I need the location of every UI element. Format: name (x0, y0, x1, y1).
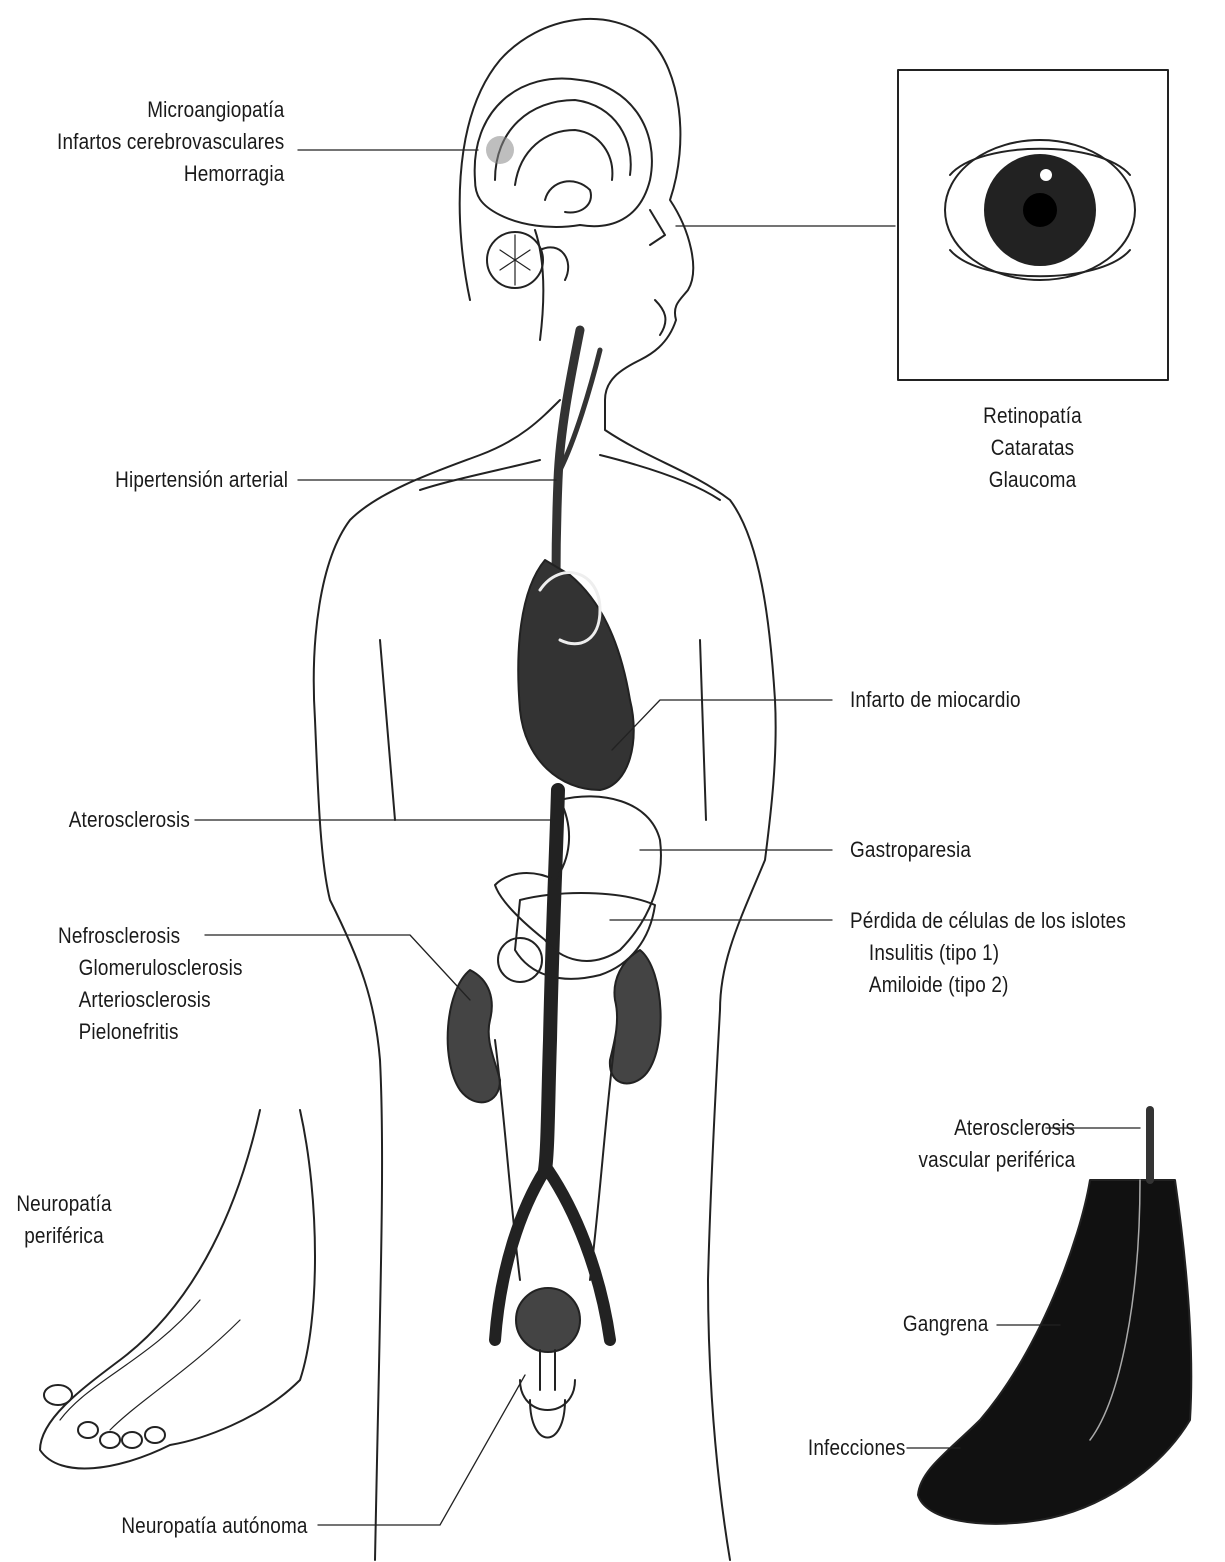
brain-labels: Microangiopatía Infartos cerebrovascular… (57, 94, 284, 190)
label-vascular-peripheral: vascular periférica (918, 1144, 1075, 1176)
kidney-icon (448, 970, 500, 1102)
islet-labels: Pérdida de células de los islotes Insuli… (850, 905, 1126, 1001)
label-autonomic-neuropathy: Neuropatía autónoma (122, 1510, 308, 1542)
label-myocardial-infarction: Infarto de miocardio (850, 684, 1021, 716)
label-nephrosclerosis: Nefrosclerosis (58, 920, 243, 952)
label-atherosclerosis: Aterosclerosis (69, 804, 190, 836)
label-gastroparesis: Gastroparesia (850, 834, 971, 866)
label-neuropathy: Neuropatía (12, 1188, 115, 1220)
label-peripheral-atherosclerosis: Aterosclerosis (918, 1112, 1075, 1144)
label-amyloid: Amiloide (tipo 2) (850, 969, 1126, 1001)
label-infections: Infecciones (807, 1432, 905, 1464)
label-cataracts: Cataratas (970, 432, 1095, 464)
peripheral-vascular-labels: Aterosclerosis vascular periférica (918, 1112, 1075, 1176)
label-cerebrovascular-infarcts: Infartos cerebrovasculares (57, 126, 284, 158)
stomach-icon (495, 796, 661, 961)
label-hemorrhage: Hemorragia (57, 158, 284, 190)
eye-labels: Retinopatía Cataratas Glaucoma (970, 400, 1095, 496)
foot-icon (40, 1110, 315, 1469)
label-insulitis: Insulitis (tipo 1) (850, 937, 1126, 969)
label-peripheral: periférica (12, 1220, 115, 1252)
peripheral-neuropathy-labels: Neuropatía periférica (12, 1188, 115, 1252)
label-glaucoma: Glaucoma (970, 464, 1095, 496)
bladder-icon (516, 1288, 580, 1352)
label-hypertension: Hipertensión arterial (115, 464, 288, 496)
label-retinopathy: Retinopatía (970, 400, 1095, 432)
label-gangrene: Gangrena (902, 1308, 988, 1340)
label-pyelonephritis: Pielonefritis (58, 1016, 243, 1048)
heart-icon (518, 560, 633, 790)
label-glomerulosclerosis: Glomerulosclerosis (58, 952, 243, 984)
label-islet-cell-loss: Pérdida de células de los islotes (850, 905, 1126, 937)
label-microangiopathy: Microangiopatía (57, 94, 284, 126)
label-arteriosclerosis: Arteriosclerosis (58, 984, 243, 1016)
kidney-labels: Nefrosclerosis Glomerulosclerosis Arteri… (58, 920, 243, 1048)
